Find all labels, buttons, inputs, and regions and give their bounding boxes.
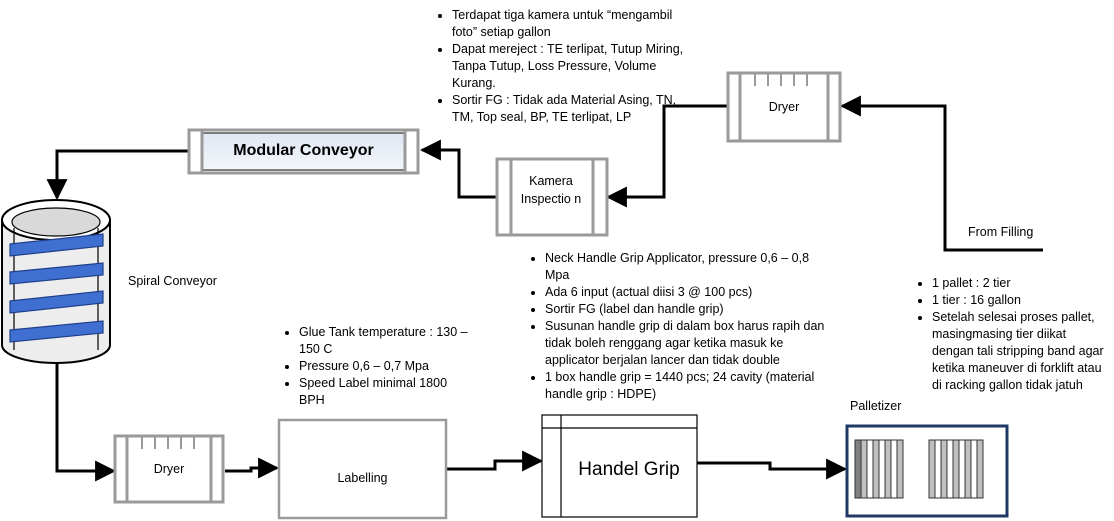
camera-notes: Terdapat tiga kamera untuk “mengambil fo… xyxy=(434,7,684,126)
handle-grip-note-item: 1 box handle grip = 1440 pcs; 24 cavity … xyxy=(545,369,825,403)
dryer-bottom-label: Dryer xyxy=(153,462,185,476)
kamera-inspection-label: Kamera Inspectio n xyxy=(520,174,582,206)
handle-grip-notes: Neck Handle Grip Applicator, pressure 0,… xyxy=(527,250,825,403)
palletizer-box xyxy=(845,424,1009,518)
arrow-kamera-to-conveyor xyxy=(419,139,496,199)
labelling-note-item: Pressure 0,6 – 0,7 Mpa xyxy=(299,358,476,375)
labelling-note-item: Speed Label minimal 1800 BPH xyxy=(299,375,476,409)
handle-grip-note-item: Susunan handle grip di dalam box harus r… xyxy=(545,318,825,369)
dryer-top-label: Dryer xyxy=(768,100,800,114)
dryer-top-box xyxy=(726,71,842,143)
handle-grip-note-item: Ada 6 input (actual diisi 3 @ 100 pcs) xyxy=(545,284,825,301)
spiral-conveyor-label: Spiral Conveyor xyxy=(128,274,217,288)
camera-note-item: Sortir FG : Tidak ada Material Asing, TN… xyxy=(452,92,684,126)
modular-conveyor-box xyxy=(187,128,420,175)
labelling-note-item: Glue Tank temperature : 130 – 150 C xyxy=(299,324,476,358)
spiral-conveyor-icon xyxy=(1,199,111,364)
camera-note-item: Dapat mereject : TE terlipat, Tutup Miri… xyxy=(452,41,684,92)
palletizer-label: Palletizer xyxy=(850,399,902,413)
labelling-label: Labelling xyxy=(337,471,388,485)
arrow-dryer-to-labelling xyxy=(225,457,280,479)
palletizer-note-item: Setelah selesai proses pallet, masingmas… xyxy=(932,309,1110,394)
dryer-bottom-box xyxy=(113,434,225,504)
from-filling-label: From Filling xyxy=(968,225,1034,239)
arrow-dryer-to-kamera xyxy=(605,104,727,208)
modular-conveyor-label: Modular Conveyor xyxy=(233,142,374,159)
handle-grip-note-item: Sortir FG (label dan handle grip) xyxy=(545,301,825,318)
arrow-filling-to-dryer xyxy=(839,95,1043,252)
arrow-grip-to-palletizer xyxy=(697,458,848,480)
arrow-spiral-to-dryer xyxy=(55,348,117,482)
labelling-notes: Glue Tank temperature : 130 – 150 C Pres… xyxy=(281,324,476,409)
connectors xyxy=(46,95,1043,482)
handle-grip-note-item: Neck Handle Grip Applicator, pressure 0,… xyxy=(545,250,825,284)
handel-grip-box xyxy=(541,414,698,518)
palletizer-notes: 1 pallet : 2 tier 1 tier : 16 gallon Set… xyxy=(914,275,1110,394)
camera-note-item: Terdapat tiga kamera untuk “mengambil fo… xyxy=(452,7,684,41)
palletizer-note-item: 1 tier : 16 gallon xyxy=(932,292,1110,309)
kamera-inspection-box xyxy=(495,157,609,237)
arrow-conveyor-to-spiral xyxy=(46,149,189,201)
labelling-box xyxy=(277,418,448,520)
palletizer-note-item: 1 pallet : 2 tier xyxy=(932,275,1110,292)
handel-grip-label: Handel Grip xyxy=(578,459,680,480)
arrow-labelling-to-grip xyxy=(446,450,544,472)
